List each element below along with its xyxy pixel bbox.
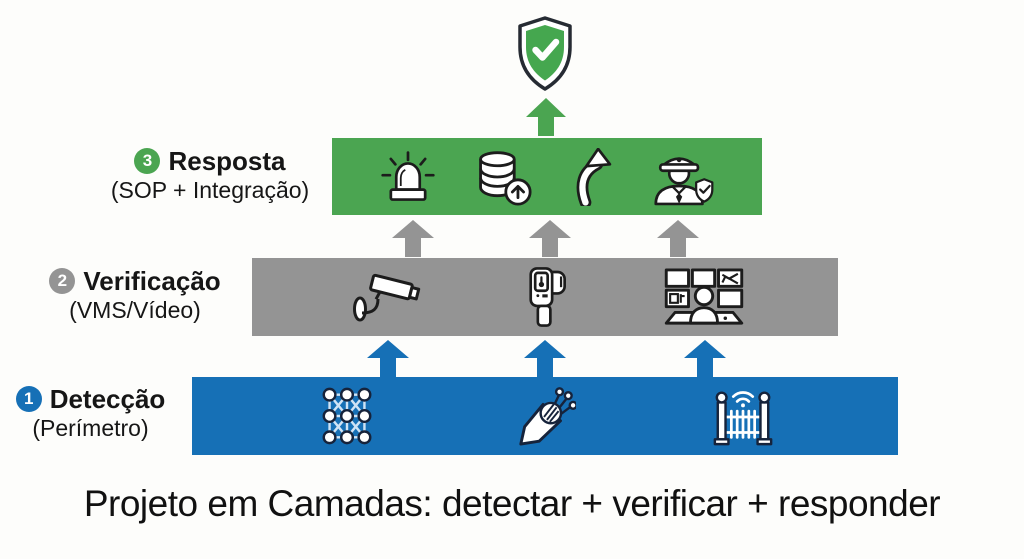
layer-label-resposta: 3 Resposta (SOP + Integração)	[95, 146, 325, 203]
layer-band-deteccao	[192, 377, 898, 455]
layer-band-verificacao	[252, 258, 838, 336]
video-wall-operator-icon	[663, 267, 745, 327]
layer-title: Verificação	[83, 266, 221, 296]
layer-number-badge: 3	[134, 148, 161, 174]
blue-up-arrow	[684, 340, 726, 377]
shield-check-icon	[511, 14, 579, 94]
sensor-mesh-icon	[318, 385, 376, 447]
layer-label-deteccao: 1 Detecção (Perímetro)	[8, 384, 173, 441]
blue-up-arrow	[524, 340, 566, 377]
layer-subtitle: (VMS/Vídeo)	[69, 297, 201, 323]
curved-up-arrow-icon	[568, 147, 612, 206]
database-upload-icon	[473, 148, 533, 206]
layer-subtitle: (SOP + Integração)	[110, 177, 310, 203]
gray-up-arrow	[657, 220, 699, 257]
layer-title: Detecção	[49, 384, 166, 414]
fiber-optic-cable-icon	[514, 385, 576, 447]
layer-number-badge: 2	[49, 268, 76, 294]
security-officer-icon	[645, 148, 715, 206]
cctv-camera-icon	[351, 267, 423, 327]
green-up-arrow	[526, 98, 566, 136]
layer-band-resposta	[332, 138, 762, 215]
layer-number-badge: 1	[15, 386, 42, 412]
gray-up-arrow	[529, 220, 571, 257]
blue-up-arrow	[367, 340, 409, 377]
gray-up-arrow	[392, 220, 434, 257]
siren-icon	[379, 149, 437, 205]
layer-subtitle: (Perímetro)	[32, 415, 149, 441]
layer-label-verificacao: 2 Verificação (VMS/Vídeo)	[30, 266, 240, 323]
diagram-caption: Projeto em Camadas: detectar + verificar…	[83, 483, 941, 524]
layer-title: Resposta	[168, 146, 286, 176]
thermal-camera-icon	[520, 264, 570, 330]
fence-wifi-icon	[710, 384, 776, 448]
